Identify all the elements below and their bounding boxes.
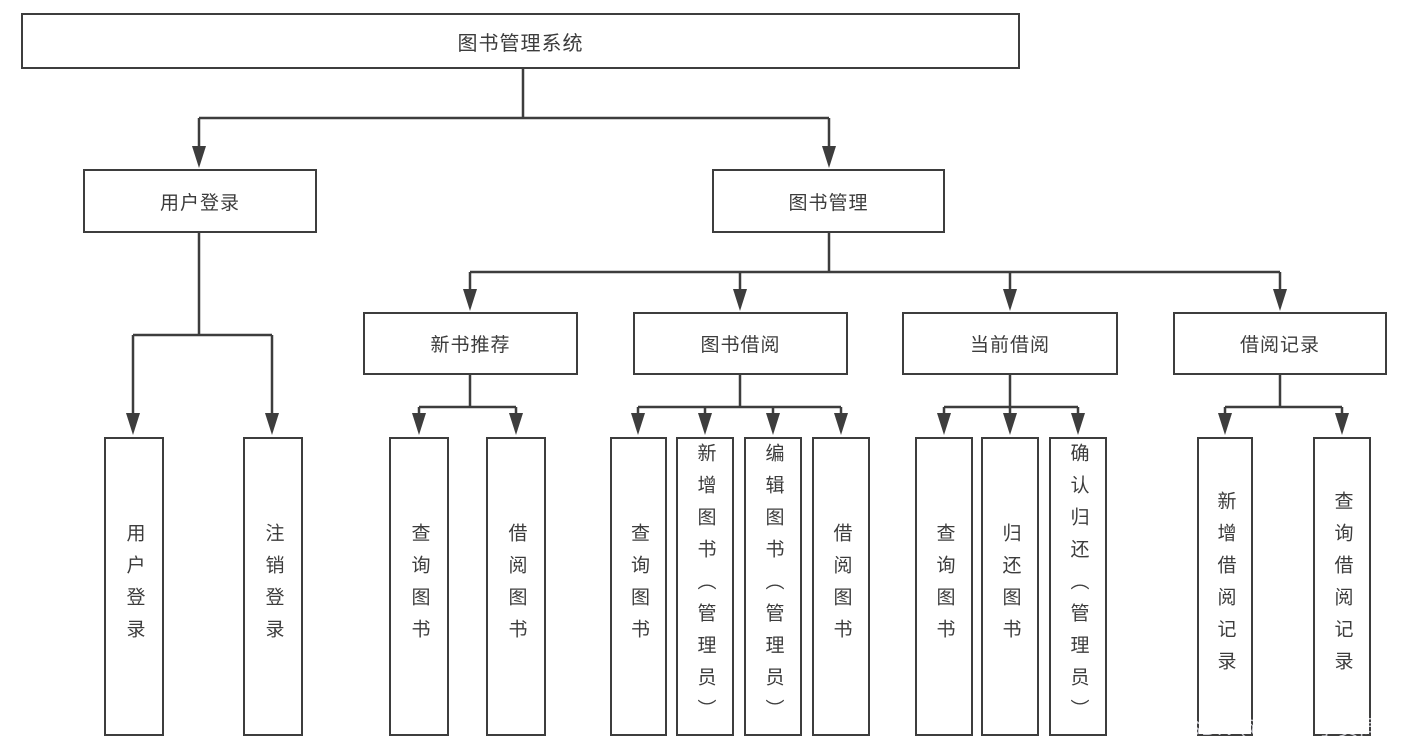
node-user-login: 用户登录	[83, 169, 317, 233]
leaf-label: 查询图书	[408, 522, 430, 651]
leaf-label: 查询图书	[628, 522, 649, 651]
leaf-label: 查询借阅记录	[1331, 490, 1353, 683]
leaf-label: 编辑图书（管理员）	[762, 442, 784, 731]
arrowhead	[1335, 413, 1349, 435]
arrowhead	[1071, 413, 1085, 435]
arrowhead	[265, 413, 279, 435]
leaf-label: 注销登录	[262, 522, 284, 651]
node-current-borrow: 当前借阅	[902, 312, 1118, 375]
arrowhead	[509, 413, 523, 435]
node-library-management-system: 图书管理系统	[21, 13, 1020, 69]
arrowhead	[834, 413, 848, 435]
leaf-add-book-admin: 新增图书（管理员）	[676, 437, 734, 736]
arrowhead	[126, 413, 140, 435]
arrowhead	[937, 413, 951, 435]
leaf-add-borrow-record: 新增借阅记录	[1197, 437, 1253, 736]
node-book-borrow: 图书借阅	[633, 312, 848, 375]
leaf-label: 新增借阅记录	[1214, 490, 1236, 683]
arrowhead	[822, 146, 836, 168]
leaf-confirm-return-admin: 确认归还（管理员）	[1049, 437, 1107, 736]
leaf-query-books-current: 查询图书	[915, 437, 973, 736]
leaf-user-login: 用户登录	[104, 437, 164, 736]
leaf-label: 确认归还（管理员）	[1067, 442, 1089, 731]
node-borrow-records: 借阅记录	[1173, 312, 1387, 375]
arrowhead	[412, 413, 426, 435]
connector-user-login	[131, 233, 274, 414]
leaf-label: 借阅图书	[830, 522, 852, 651]
arrowhead	[733, 289, 747, 311]
leaf-label: 用户登录	[123, 522, 145, 651]
arrowhead	[192, 146, 206, 168]
connector-current-borrow	[942, 375, 1080, 414]
leaf-edit-book-admin: 编辑图书（管理员）	[744, 437, 802, 736]
leaf-query-books-borrow: 查询图书	[610, 437, 667, 736]
arrowhead	[1273, 289, 1287, 311]
arrowhead	[766, 413, 780, 435]
arrowhead	[1003, 289, 1017, 311]
arrowhead	[631, 413, 645, 435]
leaf-label: 新增图书（管理员）	[694, 442, 716, 731]
watermark: CSDN @软件_小贺同学	[1171, 717, 1402, 740]
node-new-book-recommend: 新书推荐	[363, 312, 578, 375]
connector-new-book-recommend	[417, 375, 518, 414]
leaf-query-borrow-record: 查询借阅记录	[1313, 437, 1371, 736]
connector-root	[197, 69, 831, 147]
arrowhead	[463, 289, 477, 311]
connector-book-borrow	[636, 375, 843, 414]
node-book-management: 图书管理	[712, 169, 945, 233]
connector-book-management	[468, 233, 1282, 290]
leaf-logout: 注销登录	[243, 437, 303, 736]
arrowhead	[698, 413, 712, 435]
connector-borrow-records	[1223, 375, 1344, 414]
arrowhead	[1003, 413, 1017, 435]
leaf-borrow-books-recommend: 借阅图书	[486, 437, 546, 736]
arrowhead	[1218, 413, 1232, 435]
leaf-return-books: 归还图书	[981, 437, 1039, 736]
leaf-label: 归还图书	[999, 522, 1021, 651]
leaf-borrow-books: 借阅图书	[812, 437, 870, 736]
leaf-label: 查询图书	[933, 522, 955, 651]
leaf-query-books-recommend: 查询图书	[389, 437, 449, 736]
leaf-label: 借阅图书	[505, 522, 527, 651]
